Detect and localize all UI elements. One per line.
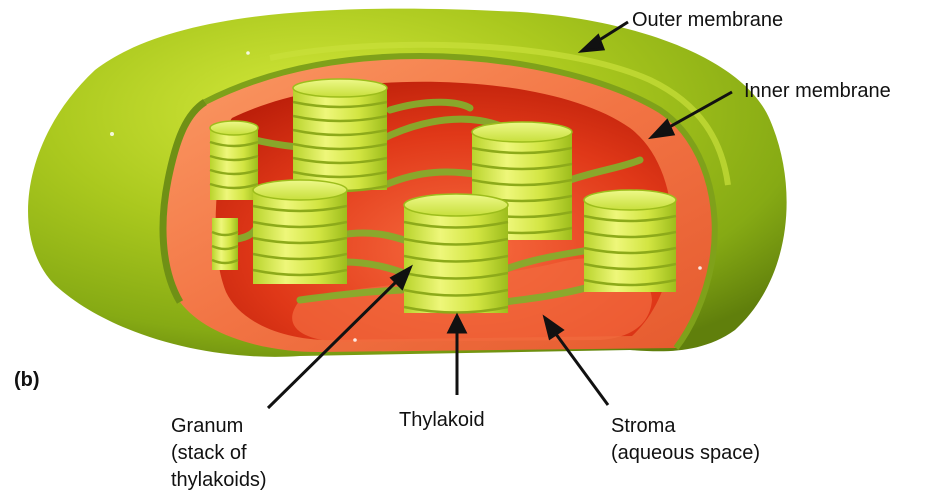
granum-stack-2 [210, 121, 258, 200]
granum-stack-4 [253, 180, 347, 284]
granum-label-line-2: (stack of [171, 440, 267, 467]
inner-membrane-label: Inner membrane [744, 79, 891, 104]
granum-label: Granum (stack of thylakoids) [171, 413, 267, 494]
granum-stack-5 [212, 218, 238, 270]
granum-label-line-3: thylakoids) [171, 467, 267, 494]
stroma-label-line-1: Stroma [611, 413, 760, 440]
stroma-label: Stroma (aqueous space) [611, 413, 760, 467]
granum-stack-1 [293, 79, 387, 191]
stroma-label-line-2: (aqueous space) [611, 440, 760, 467]
granum-stack-7 [584, 190, 676, 292]
panel-letter: (b) [14, 368, 40, 393]
outer-membrane-label: Outer membrane [632, 8, 783, 33]
granum-label-line-1: Granum [171, 413, 267, 440]
thylakoid-label: Thylakoid [399, 408, 485, 433]
granum-stack-6 [404, 194, 508, 313]
